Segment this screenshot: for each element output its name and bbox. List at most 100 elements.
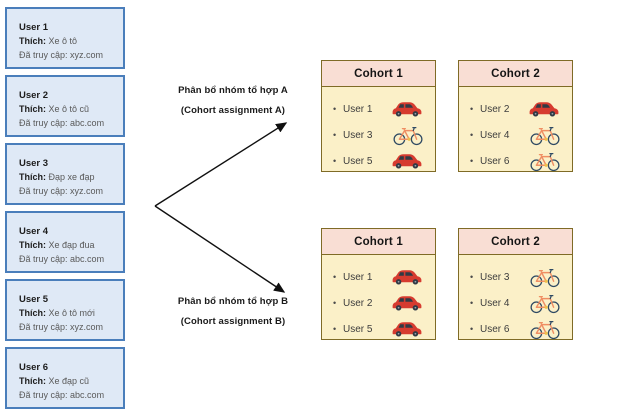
visited-label: Đã truy cập: [19, 117, 68, 128]
bullet [470, 130, 480, 140]
member-row: User 3 [333, 122, 425, 148]
cohort-a2-members: User 2 User 4 User 6 [459, 87, 572, 174]
bullet [470, 104, 480, 114]
cohort-a1-title: Cohort 1 [322, 61, 435, 87]
car-icon [391, 101, 423, 117]
likes-label: Thích: [19, 240, 46, 251]
member-name: User 1 [343, 271, 373, 283]
arrow-to-assignment-b [154, 205, 286, 293]
user-card-5: User 5 Thích: Xe ô tô mới Đã truy cập: x… [5, 279, 125, 341]
visited-label: Đã truy cập: [19, 389, 68, 400]
cohort-a2-box: Cohort 2 User 2 User 4 User 6 [458, 60, 573, 172]
member-row: User 2 [333, 290, 425, 316]
bullet [333, 104, 343, 114]
likes-value: Xe đạp đua [48, 240, 95, 251]
cohort-a2-title: Cohort 2 [459, 61, 572, 87]
car-icon [528, 101, 560, 117]
cohort-b1-title: Cohort 1 [322, 229, 435, 255]
visited-value: xyz.com [70, 49, 104, 60]
cohort-b2-box: Cohort 2 User 3 User 4 User 6 [458, 228, 573, 340]
likes-label: Thích: [19, 308, 46, 319]
bullet [333, 156, 343, 166]
bullet [470, 324, 480, 334]
likes-label: Thích: [19, 172, 46, 183]
assignment-a-label: Phân bổ nhóm tổ hợp A (Cohort assignment… [154, 85, 312, 116]
likes-label: Thích: [19, 36, 46, 47]
car-icon [391, 321, 423, 337]
member-name: User 6 [480, 155, 510, 167]
member-row: User 1 [333, 96, 425, 122]
likes-value: Đạp xe đạp [48, 172, 95, 183]
bullet [333, 272, 343, 282]
bicycle-icon [530, 125, 560, 146]
visited-value: xyz.com [70, 185, 104, 196]
member-row: User 5 [333, 148, 425, 174]
member-name: User 1 [343, 103, 373, 115]
assignment-a-label-en: (Cohort assignment A) [180, 105, 286, 116]
visited-value: xyz.com [70, 321, 104, 332]
bullet [470, 272, 480, 282]
visited-label: Đã truy cập: [19, 253, 68, 264]
member-row: User 6 [470, 148, 562, 174]
bicycle-icon [393, 125, 423, 146]
likes-value: Xe ô tô [48, 36, 78, 47]
car-icon [391, 153, 423, 169]
user-card-2: User 2 Thích: Xe ô tô cũ Đã truy cập: ab… [5, 75, 125, 137]
likes-label: Thích: [19, 104, 46, 115]
cohort-b1-members: User 1 User 2 User 5 [322, 255, 435, 342]
member-name: User 2 [480, 103, 510, 115]
user-name: User 1 [19, 22, 49, 33]
assignment-b-label-vi: Phân bổ nhóm tổ hợp B [177, 296, 289, 307]
member-row: User 3 [470, 264, 562, 290]
visited-value: abc.com [70, 117, 105, 128]
visited-label: Đã truy cập: [19, 185, 68, 196]
cohort-b2-members: User 3 User 4 User 6 [459, 255, 572, 342]
likes-value: Xe ô tô cũ [48, 104, 90, 115]
member-name: User 3 [343, 129, 373, 141]
member-name: User 5 [343, 155, 373, 167]
assignment-a-label-vi: Phân bổ nhóm tổ hợp A [178, 85, 288, 96]
user-card-4: User 4 Thích: Xe đạp đua Đã truy cập: ab… [5, 211, 125, 273]
bicycle-icon [530, 267, 560, 288]
cohort-a1-members: User 1 User 3 User 5 [322, 87, 435, 174]
bullet [333, 324, 343, 334]
arrow-to-assignment-a [154, 122, 288, 207]
member-name: User 3 [480, 271, 510, 283]
visited-label: Đã truy cập: [19, 49, 68, 60]
bicycle-icon [530, 151, 560, 172]
bullet [333, 298, 343, 308]
bicycle-icon [530, 319, 560, 340]
cohort-a1-box: Cohort 1 User 1 User 3 User 5 [321, 60, 436, 172]
member-name: User 6 [480, 323, 510, 335]
member-row: User 4 [470, 290, 562, 316]
bullet [470, 156, 480, 166]
member-row: User 1 [333, 264, 425, 290]
user-name: User 3 [19, 158, 49, 169]
cohort-b1-box: Cohort 1 User 1 User 2 User 5 [321, 228, 436, 340]
user-card-6: User 6 Thích: Xe đạp cũ Đã truy cập: abc… [5, 347, 125, 409]
bicycle-icon [530, 293, 560, 314]
visited-value: abc.com [70, 389, 105, 400]
assignment-b-label: Phân bổ nhóm tổ hợp B (Cohort assignment… [154, 296, 312, 327]
member-row: User 4 [470, 122, 562, 148]
car-icon [391, 269, 423, 285]
visited-label: Đã truy cập: [19, 321, 68, 332]
visited-value: abc.com [70, 253, 105, 264]
likes-label: Thích: [19, 376, 46, 387]
member-row: User 6 [470, 316, 562, 342]
user-card-3: User 3 Thích: Đạp xe đạp Đã truy cập: xy… [5, 143, 125, 205]
member-name: User 2 [343, 297, 373, 309]
user-card-1: User 1 Thích: Xe ô tô Đã truy cập: xyz.c… [5, 7, 125, 69]
user-name: User 4 [19, 226, 49, 237]
user-name: User 2 [19, 90, 49, 101]
member-name: User 4 [480, 129, 510, 141]
bullet [470, 298, 480, 308]
car-icon [391, 295, 423, 311]
member-row: User 2 [470, 96, 562, 122]
assignment-b-label-en: (Cohort assignment B) [180, 316, 286, 327]
cohort-b2-title: Cohort 2 [459, 229, 572, 255]
member-name: User 5 [343, 323, 373, 335]
user-name: User 5 [19, 294, 49, 305]
likes-value: Xe ô tô mới [48, 308, 95, 319]
